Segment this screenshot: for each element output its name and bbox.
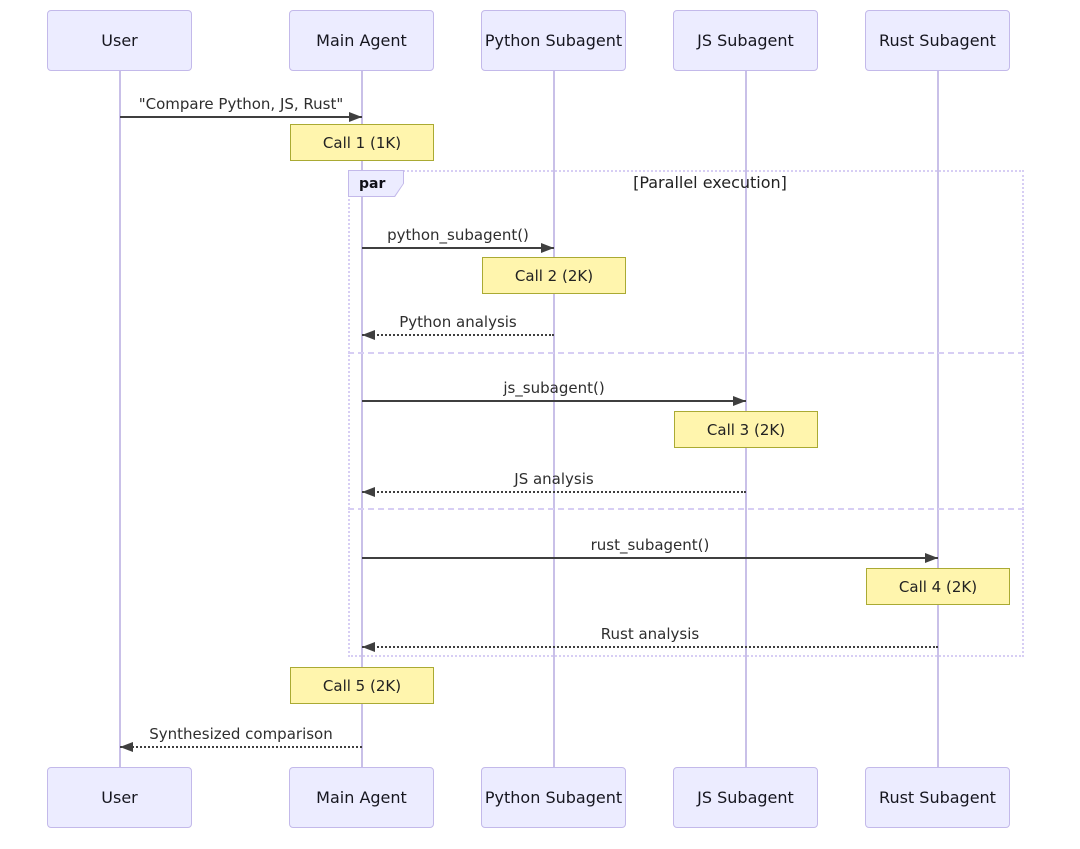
message-label: Rust analysis <box>600 625 700 643</box>
actor-label: User <box>101 788 138 807</box>
arrowhead-icon <box>362 487 375 497</box>
note-label: Call 3 (2K) <box>706 420 786 439</box>
actor-bottom-js-subagent: JS Subagent <box>673 767 818 828</box>
actor-label: Main Agent <box>316 788 407 807</box>
par-divider-1 <box>348 352 1024 354</box>
message-line <box>362 491 746 493</box>
actor-bottom-user: User <box>47 767 192 828</box>
arrowhead-icon <box>733 396 746 406</box>
par-label-tab: par <box>348 170 404 197</box>
actor-bottom-main-agent: Main Agent <box>289 767 434 828</box>
actor-label: JS Subagent <box>697 788 794 807</box>
message-line <box>120 746 362 748</box>
lifeline-rust-subagent <box>937 71 939 767</box>
arrowhead-icon <box>541 243 554 253</box>
message-label: js_subagent() <box>503 379 605 397</box>
actor-label: User <box>101 31 138 50</box>
note-call-2: Call 2 (2K) <box>482 257 626 294</box>
actor-top-js-subagent: JS Subagent <box>673 10 818 71</box>
actor-bottom-python-subagent: Python Subagent <box>481 767 626 828</box>
actor-label: Python Subagent <box>484 31 623 50</box>
actor-top-user: User <box>47 10 192 71</box>
actor-bottom-rust-subagent: Rust Subagent <box>865 767 1010 828</box>
message-line <box>362 646 938 648</box>
note-label: Call 1 (1K) <box>322 133 402 152</box>
arrowhead-icon <box>925 553 938 563</box>
par-keyword: par <box>349 171 403 196</box>
actor-top-main-agent: Main Agent <box>289 10 434 71</box>
message-label: JS analysis <box>514 470 594 488</box>
arrowhead-icon <box>362 642 375 652</box>
message-line <box>362 334 554 336</box>
message-line <box>362 247 554 249</box>
note-label: Call 5 (2K) <box>322 676 402 695</box>
note-call-5: Call 5 (2K) <box>290 667 434 704</box>
arrowhead-icon <box>362 330 375 340</box>
par-frame <box>348 170 1024 657</box>
message-line <box>120 116 362 118</box>
arrowhead-icon <box>120 742 133 752</box>
message-line <box>362 400 746 402</box>
message-label: Python analysis <box>399 313 517 331</box>
note-label: Call 2 (2K) <box>514 266 594 285</box>
actor-label: JS Subagent <box>697 31 794 50</box>
note-label: Call 4 (2K) <box>898 577 978 596</box>
message-label: rust_subagent() <box>590 536 710 554</box>
par-condition-label: [Parallel execution] <box>633 173 787 192</box>
lifeline-main-agent <box>361 71 363 767</box>
arrowhead-icon <box>349 112 362 122</box>
note-call-1: Call 1 (1K) <box>290 124 434 161</box>
actor-label: Rust Subagent <box>879 31 996 50</box>
actor-label: Main Agent <box>316 31 407 50</box>
actor-top-python-subagent: Python Subagent <box>481 10 626 71</box>
message-line <box>362 557 938 559</box>
note-call-4: Call 4 (2K) <box>866 568 1010 605</box>
message-label: python_subagent() <box>387 226 529 244</box>
lifeline-user <box>119 71 121 767</box>
lifeline-python-subagent <box>553 71 555 767</box>
par-divider-2 <box>348 508 1024 510</box>
actor-label: Python Subagent <box>484 788 623 807</box>
message-label: "Compare Python, JS, Rust" <box>138 95 344 113</box>
actor-label: Rust Subagent <box>879 788 996 807</box>
message-label: Synthesized comparison <box>149 725 333 743</box>
actor-top-rust-subagent: Rust Subagent <box>865 10 1010 71</box>
note-call-3: Call 3 (2K) <box>674 411 818 448</box>
